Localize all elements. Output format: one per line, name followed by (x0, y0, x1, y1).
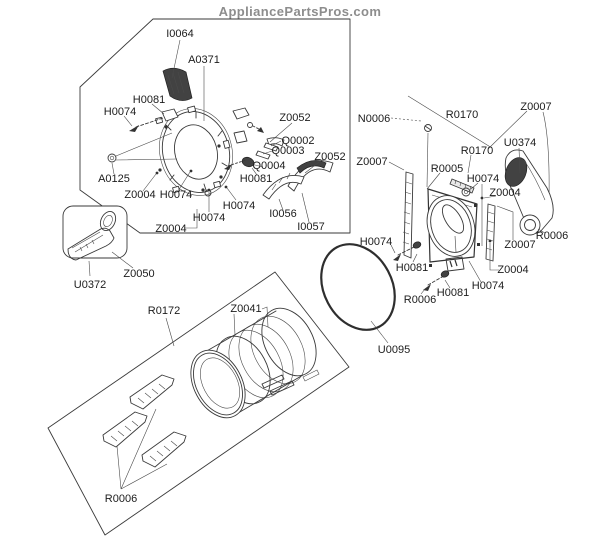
part-label: R0005 (431, 163, 463, 175)
part-label: H0081 (396, 262, 428, 274)
part-label: Z0004 (155, 223, 186, 235)
lint-screen-part (163, 68, 192, 100)
part-label: U0374 (504, 137, 536, 149)
site-watermark: AppliancePartsPros.com (218, 4, 382, 19)
part-label: R0172 (148, 305, 180, 317)
part-label: H0074 (223, 200, 255, 212)
drum-belt (307, 231, 409, 342)
duct-detail-inset (63, 206, 133, 276)
part-label: Z0007 (520, 101, 551, 113)
part-label: Q0003 (271, 145, 304, 157)
part-label: Z0004 (124, 189, 155, 201)
part-label: H0081 (133, 94, 165, 106)
part-label: H0074 (193, 212, 225, 224)
part-label: H0074 (104, 106, 136, 118)
part-label: N0006 (358, 113, 390, 125)
assembly-border (80, 19, 350, 233)
part-label: Q0004 (252, 160, 285, 172)
part-label: I0064 (166, 28, 194, 40)
part-label: R0006 (404, 294, 436, 306)
part-label: Z0052 (314, 151, 345, 163)
part-label: R0170 (446, 109, 478, 121)
part-label: R0006 (105, 493, 137, 505)
part-label: H0074 (467, 173, 499, 185)
part-label: Z0007 (504, 239, 535, 251)
part-label: H0074 (360, 236, 392, 248)
part-label: Z0004 (497, 264, 528, 276)
part-label: Z0052 (279, 112, 310, 124)
part-label: R0006 (536, 230, 568, 242)
part-label: H0081 (240, 173, 272, 185)
part-label: H0081 (437, 287, 469, 299)
blower-housing-assembly (80, 19, 350, 233)
part-label: Z0050 (123, 268, 154, 280)
part-label: A0371 (188, 54, 220, 66)
part-label: I0056 (269, 208, 297, 220)
part-label: A0125 (98, 173, 130, 185)
rear-bulkhead-assembly (389, 96, 553, 294)
part-label: U0095 (378, 344, 410, 356)
part-label: Z0007 (356, 156, 387, 168)
part-label: R0170 (461, 145, 493, 157)
part-label: U0372 (74, 279, 106, 291)
part-label: H0074 (472, 280, 504, 292)
part-label: Q0002 (281, 135, 314, 147)
part-label: Z0004 (489, 187, 520, 199)
part-label: I0057 (297, 221, 325, 233)
part-label: H0074 (160, 189, 192, 201)
assembly-border (48, 272, 349, 535)
drum-assembly (48, 231, 409, 535)
part-label: Z0041 (230, 303, 261, 315)
